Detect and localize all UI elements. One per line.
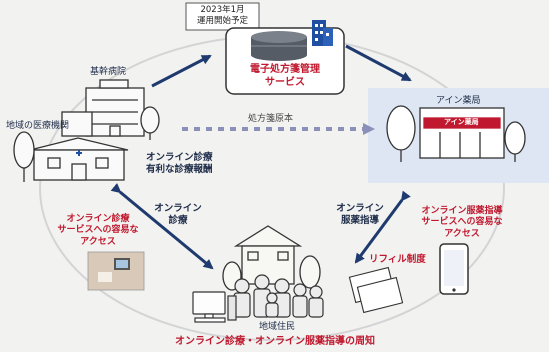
pharmacy-sign: アイン薬局 — [444, 118, 479, 126]
release-note: 2023年1月 運用開始予定 — [196, 5, 248, 26]
pharmacy-label: アイン薬局 — [436, 96, 481, 106]
desktop-computer-icon — [192, 291, 237, 323]
residents-people-icon — [233, 274, 324, 318]
database-icon — [251, 31, 307, 61]
arrow-hospital-to-service — [151, 54, 212, 88]
core-hospital-icon — [61, 79, 160, 140]
local-clinic-label: 地域の医療機関 — [6, 121, 70, 131]
residents-house-icon — [222, 225, 321, 291]
release-note-box — [185, 2, 260, 31]
service-title-line2: サービス — [265, 77, 305, 88]
office-building-icon — [312, 20, 333, 46]
service-title-line1: 電子処方箋管理 — [250, 64, 320, 75]
arrow-consult — [110, 183, 214, 270]
online-guidance-label: オンライン 服薬指導 — [336, 203, 384, 226]
smartphone-icon — [439, 243, 469, 295]
consult-photo — [87, 251, 145, 291]
online-consult-label: オンライン 診療 — [154, 203, 202, 226]
refill-label: リフィル制度 — [369, 254, 426, 265]
guidance-access-label: オンライン服薬指導 サービスへの容易な アクセス — [421, 206, 503, 239]
arrow-guidance — [354, 190, 411, 264]
residents-label: 地域住民 — [259, 322, 296, 332]
core-hospital-label: 基幹病院 — [90, 67, 127, 77]
consult-access-label: オンライン診療 サービスへの容易な アクセス — [57, 214, 139, 247]
arrow-service-to-pharmacy — [345, 44, 412, 82]
prescription-original-label: 処方箋原本 — [248, 114, 294, 124]
bottom-caption: オンライン診療・オンライン服薬指導の周知 — [175, 336, 375, 347]
pharmacy-icon — [386, 105, 526, 162]
refill-prescription-icon — [348, 266, 404, 314]
local-clinic-icon — [13, 131, 129, 182]
online-consult-fee-label: オンライン診療 有利な診療報酬 — [146, 152, 213, 175]
